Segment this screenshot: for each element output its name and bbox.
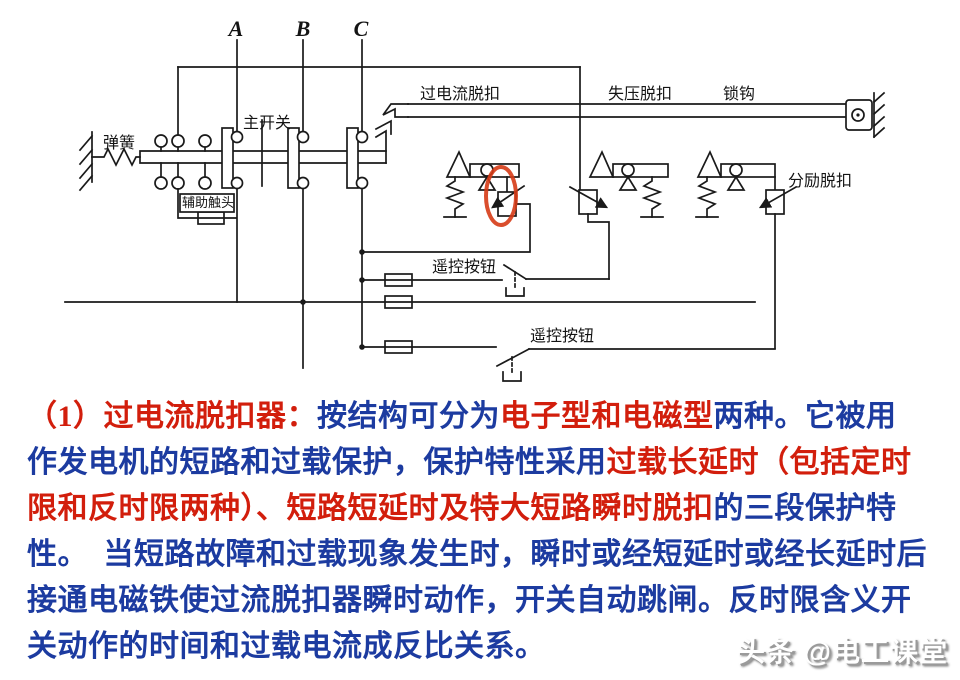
text-segment: 两种。它被用 bbox=[713, 400, 897, 433]
undervoltage-trip-label: 失压脱扣 bbox=[608, 85, 672, 103]
pivot bbox=[618, 175, 638, 191]
text-segment: 接通电磁铁使过流脱扣器瞬时动作，开关自动跳闸。反时限含义开 bbox=[27, 584, 912, 617]
armature bbox=[696, 149, 723, 178]
text-segment: 电子型和电磁型 bbox=[500, 400, 714, 433]
aux-label-box bbox=[179, 193, 235, 213]
text-line: 关动作的时间和过载电流成反比关系。 bbox=[27, 624, 942, 670]
text-line: 接通电磁铁使过流脱扣器瞬时动作，开关自动跳闸。反时限含义开 bbox=[27, 578, 942, 624]
spring-symbol bbox=[444, 176, 466, 218]
main-shaft bbox=[139, 119, 387, 187]
overcurrent-trip-label: 过电流脱扣 bbox=[420, 85, 500, 103]
phase-c-label: C bbox=[354, 16, 369, 41]
text-segment: 关动作的时间和过载电流成反比关系。 bbox=[27, 630, 546, 663]
main-switch-label: 主开关 bbox=[243, 114, 291, 132]
aux-contact-label: 辅助触头 bbox=[182, 195, 234, 210]
spring-label: 弹簧 bbox=[103, 133, 135, 152]
text-segment: 按结构可分为 bbox=[317, 400, 500, 433]
fuse bbox=[384, 340, 413, 354]
spring-symbol bbox=[91, 147, 141, 167]
remote-button-2-label: 遥控按钮 bbox=[530, 327, 594, 345]
pivot bbox=[726, 175, 746, 191]
armature bbox=[445, 149, 472, 178]
text-line: 性。 当短路故障和过载现象发生时，瞬时或经短延时或经长延时后 bbox=[27, 532, 942, 578]
armature bbox=[588, 149, 615, 178]
shunt-trip-label: 分励脱扣 bbox=[788, 172, 852, 190]
button-cap bbox=[502, 371, 522, 382]
text-line: （1）过电流脱扣器：按结构可分为电子型和电磁型两种。它被用 bbox=[27, 394, 942, 440]
text-line: 限和反时限两种）、短路短延时及特大短路瞬时脱扣的三段保护特 bbox=[27, 486, 942, 532]
main-switch-contacts bbox=[221, 127, 369, 369]
spring-symbol bbox=[696, 176, 718, 218]
button-cap bbox=[505, 287, 525, 297]
phase-a-label: A bbox=[227, 16, 244, 41]
lock-hook-label: 锁钩 bbox=[723, 85, 755, 103]
text-segment: 性。 当短路故障和过载现象发生时，瞬时或经短延时或经长延时后 bbox=[27, 538, 927, 571]
phase-lines bbox=[177, 39, 581, 191]
highlight-ellipse bbox=[484, 165, 518, 227]
remote-button-2-contact bbox=[495, 347, 531, 368]
control-circuit bbox=[64, 249, 776, 382]
remote-button-1-label: 遥控按钮 bbox=[432, 258, 496, 276]
text-segment: 限和反时限两种）、短路短延时及特大短路瞬时脱扣 bbox=[27, 492, 714, 525]
lock-hook-rod bbox=[374, 91, 886, 164]
circuit-breaker-diagram: A B C 弹簧 主开关 辅助触头 过电流脱扣 失压脱扣 锁钩 分励脱扣 遥控按… bbox=[64, 16, 886, 382]
text-segment: 过载长延时（包括定时 bbox=[606, 446, 912, 479]
spring-symbol bbox=[641, 176, 663, 218]
auxiliary-contacts bbox=[154, 134, 238, 303]
text-segment: 的三段保护特 bbox=[713, 492, 897, 525]
phase-b-label: B bbox=[295, 16, 311, 41]
undervoltage-trip-unit bbox=[568, 149, 669, 280]
fuse bbox=[384, 295, 413, 309]
fuse bbox=[384, 273, 413, 287]
spring-anchor bbox=[78, 131, 141, 192]
description-paragraph: （1）过电流脱扣器：按结构可分为电子型和电磁型两种。它被用 作发电机的短路和过载… bbox=[27, 394, 942, 670]
text-segment: 作发电机的短路和过载保护，保护特性采用 bbox=[27, 446, 607, 479]
text-line: 作发电机的短路和过载保护，保护特性采用过载长延时（包括定时 bbox=[27, 440, 942, 486]
diagram-labels: A B C 弹簧 主开关 辅助触头 过电流脱扣 失压脱扣 锁钩 分励脱扣 遥控按… bbox=[103, 16, 852, 345]
watermark: 头条 @电工课堂 bbox=[736, 636, 948, 667]
text-segment: （1）过电流脱扣器： bbox=[27, 400, 317, 433]
shunt-trip-unit bbox=[695, 149, 798, 349]
